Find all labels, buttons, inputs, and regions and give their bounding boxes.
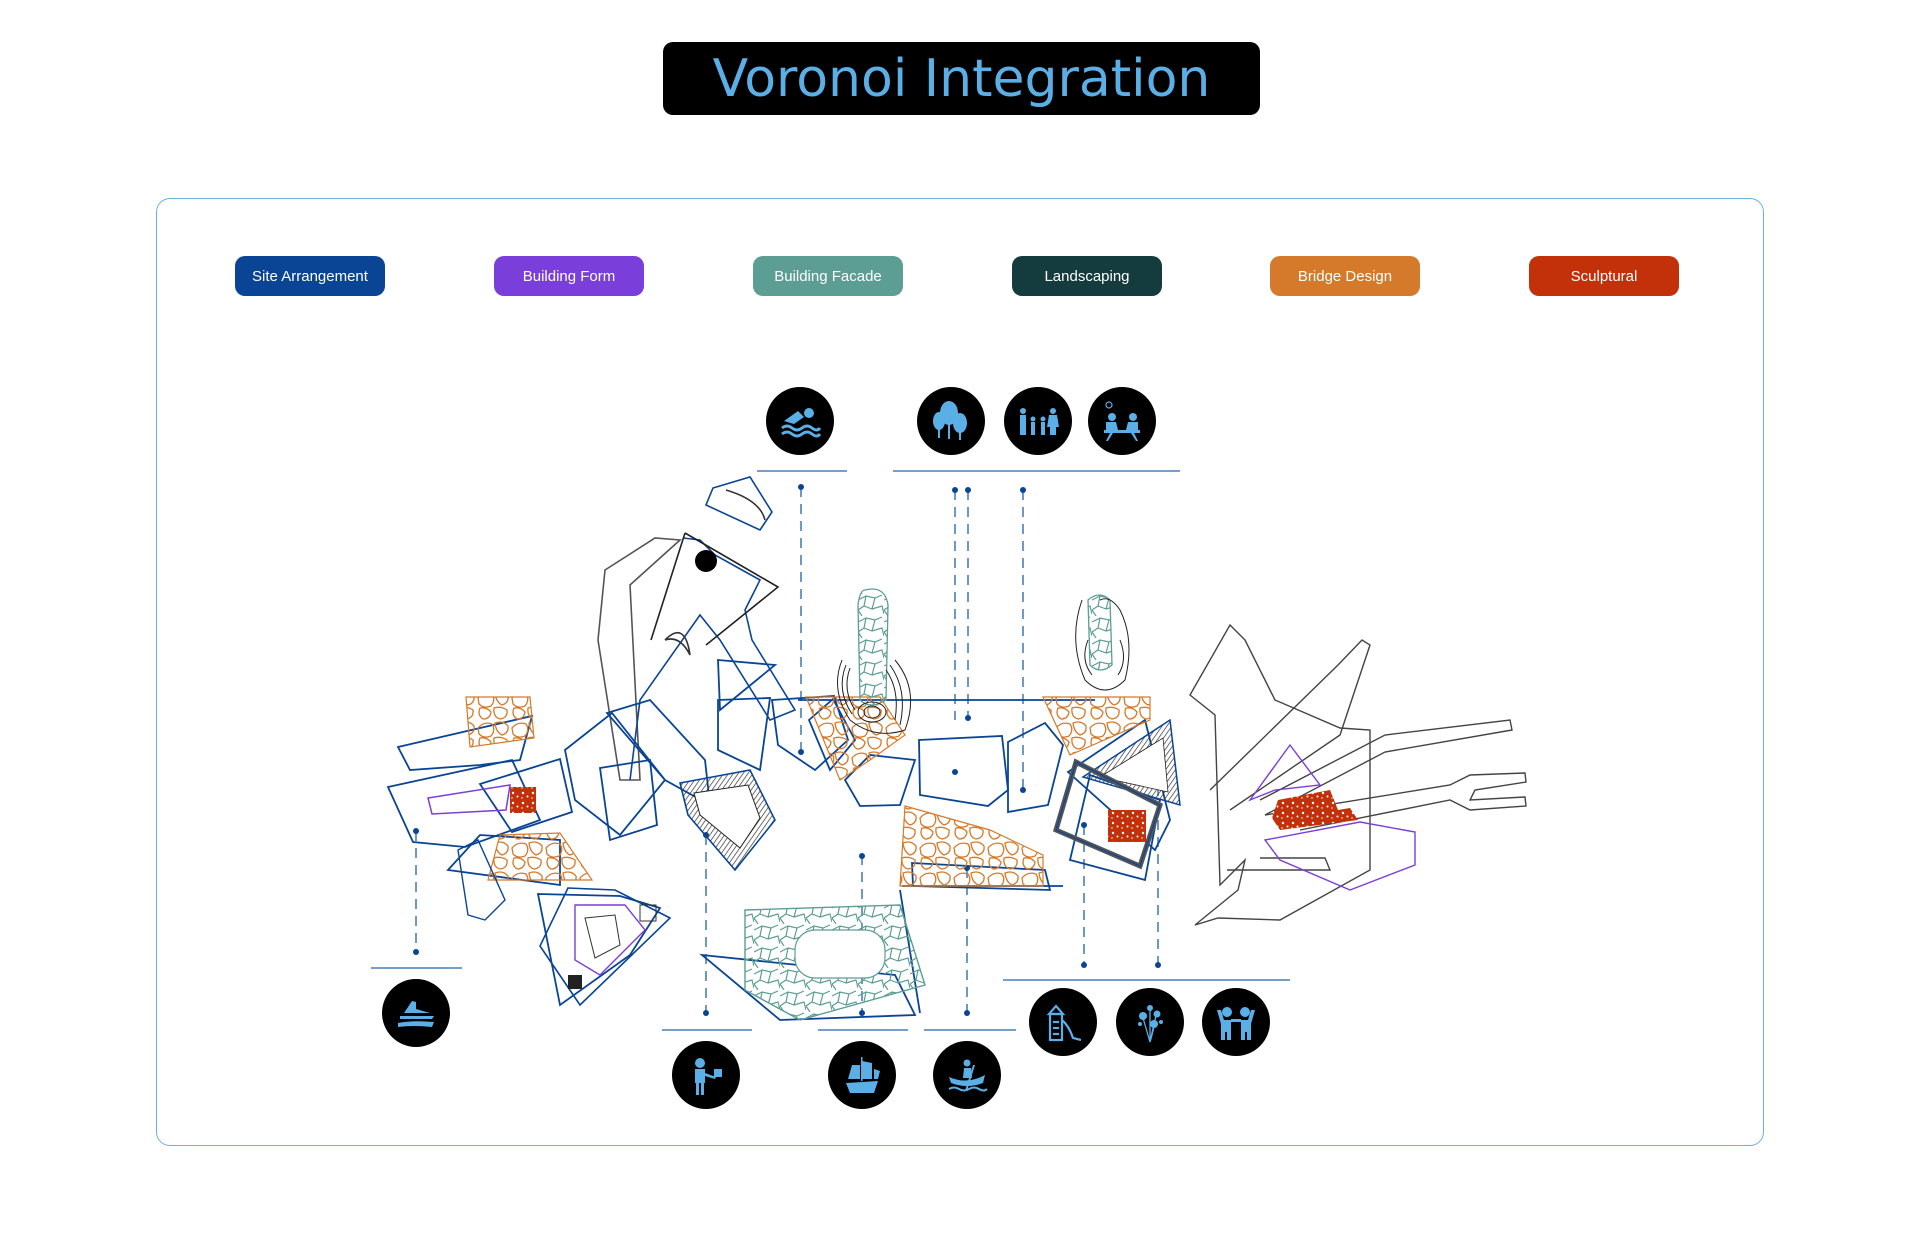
children-icon: [1202, 988, 1270, 1056]
trees-icon: [917, 387, 985, 455]
bridge-design-patches: [465, 696, 1151, 887]
canoe-icon: [933, 1041, 1001, 1109]
category-bridge-design[interactable]: Bridge Design: [1270, 256, 1420, 296]
picnic-icon: [1088, 387, 1156, 455]
category-building-facade[interactable]: Building Facade: [753, 256, 903, 296]
leader-dots: [413, 484, 1161, 1016]
diagram-panel: [156, 198, 1764, 1146]
swimming-icon: [766, 387, 834, 455]
building-form-hex: [1263, 821, 1416, 891]
sculptural-bridge-panel: [1272, 790, 1358, 830]
playground-slide-icon: [1029, 988, 1097, 1056]
hatched-building-center: [679, 769, 776, 872]
right-hatched-frames: [1052, 718, 1181, 870]
category-site-arrangement[interactable]: Site Arrangement: [235, 256, 385, 296]
building-facade-stadium: [744, 588, 1113, 1021]
building-form-left: [427, 784, 511, 815]
building-form-triangle: [1248, 743, 1322, 802]
sculptural-panel-right: [1108, 810, 1146, 842]
leader-lines: [371, 470, 1290, 1031]
ship-icon: [828, 1041, 896, 1109]
right-bridge-complex: [1189, 623, 1527, 926]
tour-guide-icon: [672, 1041, 740, 1109]
page-title: Voronoi Integration: [712, 48, 1211, 109]
title-banner: Voronoi Integration: [663, 42, 1260, 115]
building-form-pier: [539, 887, 672, 1007]
jet-ski-icon: [382, 979, 450, 1047]
category-sculptural[interactable]: Sculptural: [1529, 256, 1679, 296]
sculptural-panel-left: [510, 787, 536, 813]
upper-building: [597, 476, 797, 781]
fountain-icon: [1116, 988, 1184, 1056]
category-landscaping[interactable]: Landscaping: [1012, 256, 1162, 296]
category-building-form[interactable]: Building Form: [494, 256, 644, 296]
family-icon: [1004, 387, 1072, 455]
contour-sculptures: [837, 598, 1130, 734]
